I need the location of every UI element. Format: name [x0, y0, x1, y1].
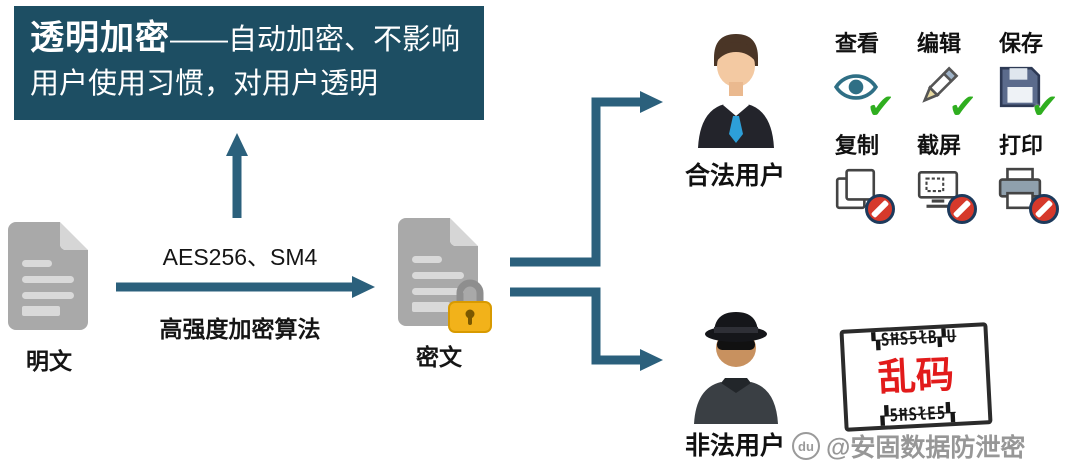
- check-badge: ✔: [1030, 88, 1060, 126]
- prohibit-badge: [865, 194, 895, 224]
- watermark-text: @安固数据防泄密: [826, 434, 1026, 462]
- garbled-stamp: ▚SĦS5łB▞U 乱码 ▞5ĦSłE5▚: [839, 322, 993, 432]
- banner: 透明加密——自动加密、不影响 用户使用习惯，对用户透明: [14, 6, 484, 120]
- spy-avatar: [694, 312, 778, 424]
- perm-view-label: 查看: [834, 31, 879, 56]
- baidu-du-icon: du: [792, 432, 820, 460]
- ciphertext-label: 密文: [416, 344, 462, 370]
- banner-title: 透明加密: [30, 19, 170, 57]
- eye-icon: [833, 74, 879, 100]
- illegal-user-label: 非法用户: [684, 432, 785, 460]
- perm-edit-label: 编辑: [916, 31, 961, 56]
- perm-screenshot: 截屏: [915, 128, 977, 224]
- floppy-icon: [999, 66, 1041, 108]
- perm-save-label: 保存: [998, 31, 1043, 56]
- perm-copy: 复制: [833, 128, 895, 224]
- permissions-grid: 查看 ✔ 编辑 ✔: [816, 26, 1062, 224]
- perm-print-label: 打印: [998, 133, 1043, 158]
- garbled-noise-bottom: ▞5ĦSłE5▚: [879, 402, 957, 427]
- perm-edit: 编辑 ✔: [915, 26, 977, 124]
- check-badge: ✔: [866, 88, 896, 126]
- pencil-icon: [922, 66, 959, 103]
- perm-save: 保存 ✔: [997, 26, 1059, 124]
- algorithm-names: AES256、SM4: [162, 244, 318, 270]
- check-badge: ✔: [948, 88, 978, 126]
- perm-print: 打印: [997, 128, 1059, 224]
- printer-icon: [998, 167, 1042, 210]
- screenshot-icon: [917, 170, 959, 208]
- plaintext-doc-icon: [8, 222, 88, 330]
- prohibit-badge: [1029, 194, 1059, 224]
- perm-screenshot-label: 截屏: [916, 133, 961, 158]
- prohibit-badge: [947, 194, 977, 224]
- garbled-label: 乱码: [876, 354, 956, 400]
- perm-view: 查看 ✔: [833, 26, 895, 124]
- perm-copy-label: 复制: [834, 133, 879, 158]
- garbled-noise-top: ▚SĦS5łB▞U: [871, 326, 957, 352]
- arrow-to-illegal-user: [510, 287, 663, 371]
- legit-user-label: 合法用户: [684, 162, 785, 190]
- algorithm-desc: 高强度加密算法: [159, 316, 321, 342]
- padlock-icon: [448, 279, 492, 333]
- plaintext-label: 明文: [26, 348, 72, 374]
- banner-line2: 用户使用习惯，对用户透明: [30, 68, 379, 101]
- banner-line1: 透明加密——自动加密、不影响: [30, 14, 468, 63]
- arrow-to-legit-user: [510, 91, 663, 267]
- legit-user-avatar: [698, 34, 774, 148]
- banner-rest: ——自动加密、不影响: [170, 24, 461, 56]
- copy-icon: [835, 168, 876, 210]
- watermark: du @安固数据防泄密: [792, 428, 1025, 464]
